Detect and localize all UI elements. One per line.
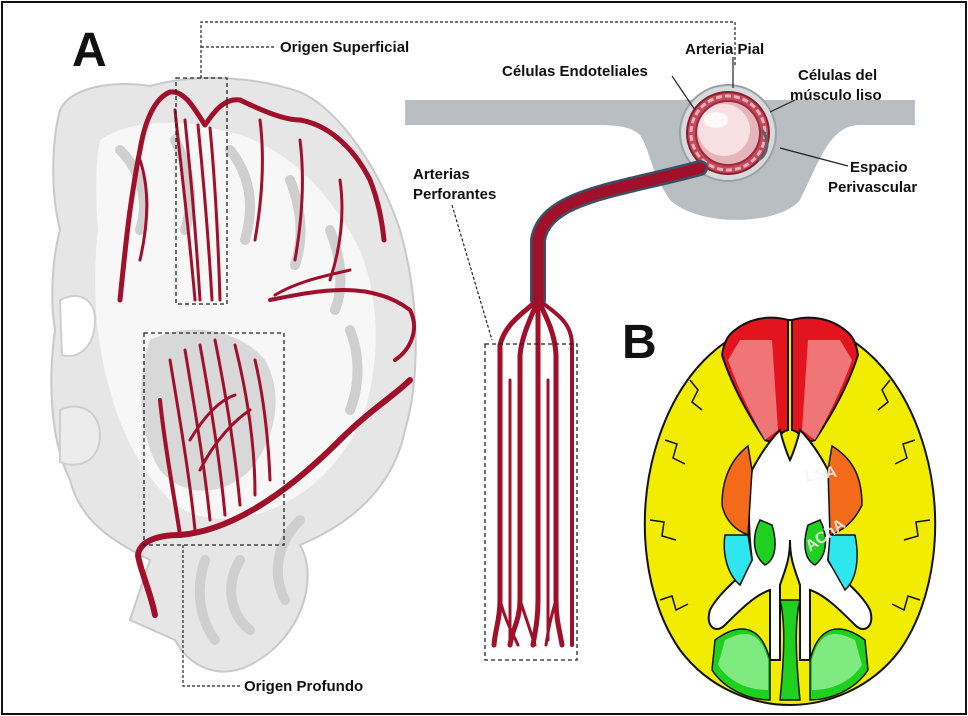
origen-superficial-label: Origen Superficial [280, 39, 409, 56]
arterias-label-2: Perforantes [413, 186, 496, 203]
arteria-pial-label: Arteria Pial [685, 41, 764, 58]
lumen [698, 104, 750, 156]
espacio-label-1: Espacio [850, 159, 908, 176]
celulas-endoteliales-label: Células Endoteliales [502, 63, 648, 80]
celulas-musculo-label-2: músculo liso [790, 87, 882, 104]
arterias-label-1: Arterias [413, 166, 470, 183]
ventricle-2 [60, 406, 100, 464]
celulas-musculo-label-1: Células del [798, 67, 877, 84]
panel-a-letter: A [72, 24, 107, 77]
lumen-highlight [704, 112, 728, 128]
panel-b-letter: B [622, 316, 657, 369]
origen-profundo-label: Origen Profundo [244, 678, 363, 695]
espacio-label-2: Perivascular [828, 179, 917, 196]
